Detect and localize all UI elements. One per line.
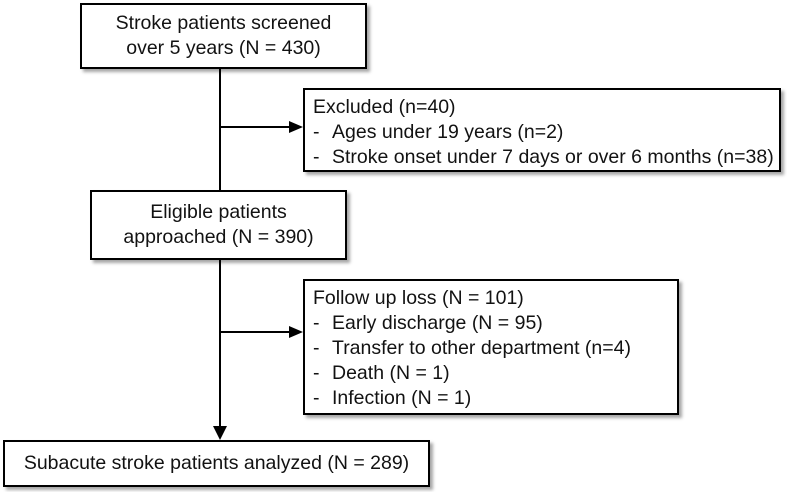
bullet-dash: - [313, 337, 320, 359]
list-item: - Early discharge (N = 95) [313, 311, 669, 336]
arrowhead-right-excluded-icon [289, 121, 303, 133]
arrowhead-down-analyzed-icon [213, 426, 227, 440]
list-item-text: Infection (N = 1) [332, 387, 472, 409]
box-screened-line-1: Stroke patients screened [115, 12, 332, 34]
box-screened-line-2: over 5 years (N = 430) [126, 37, 321, 59]
list-item-text: Death (N = 1) [332, 362, 450, 384]
connector-branch-to-follow-up-loss [220, 331, 292, 333]
connector-branch-to-excluded [220, 126, 292, 128]
arrowhead-right-follow-up-loss-icon [289, 326, 303, 338]
bullet-dash: - [313, 121, 320, 143]
list-item: - Death (N = 1) [313, 361, 669, 386]
box-follow-up-loss-title: Follow up loss (N = 101) [313, 287, 524, 309]
box-analyzed-line-1: Subacute stroke patients analyzed (N = 2… [23, 452, 410, 474]
box-follow-up-loss: Follow up loss (N = 101) - Early dischar… [303, 279, 679, 415]
box-eligible: Eligible patients approached (N = 390) [90, 190, 347, 260]
list-item-text: Early discharge (N = 95) [332, 312, 543, 334]
bullet-dash: - [313, 387, 320, 409]
connector-screened-to-eligible [219, 69, 221, 190]
box-excluded-title: Excluded (n=40) [313, 96, 456, 118]
bullet-dash: - [313, 312, 320, 334]
list-item: - Stroke onset under 7 days or over 6 mo… [313, 145, 774, 170]
list-item: - Ages under 19 years (n=2) [313, 120, 771, 145]
list-item-text: Transfer to other department (n=4) [332, 337, 631, 359]
box-excluded: Excluded (n=40) - Ages under 19 years (n… [303, 88, 781, 172]
bullet-dash: - [313, 362, 320, 384]
box-eligible-line-1: Eligible patients [150, 201, 287, 223]
connector-eligible-to-analyzed [219, 260, 221, 428]
bullet-dash: - [313, 146, 320, 168]
box-analyzed: Subacute stroke patients analyzed (N = 2… [3, 440, 430, 487]
list-item: - Infection (N = 1) [313, 386, 669, 411]
box-eligible-line-2: approached (N = 390) [123, 226, 314, 248]
box-screened: Stroke patients screened over 5 years (N… [80, 3, 367, 69]
list-item: - Transfer to other department (n=4) [313, 336, 669, 361]
list-item-text: Stroke onset under 7 days or over 6 mont… [332, 146, 774, 168]
list-item-text: Ages under 19 years (n=2) [332, 121, 564, 143]
